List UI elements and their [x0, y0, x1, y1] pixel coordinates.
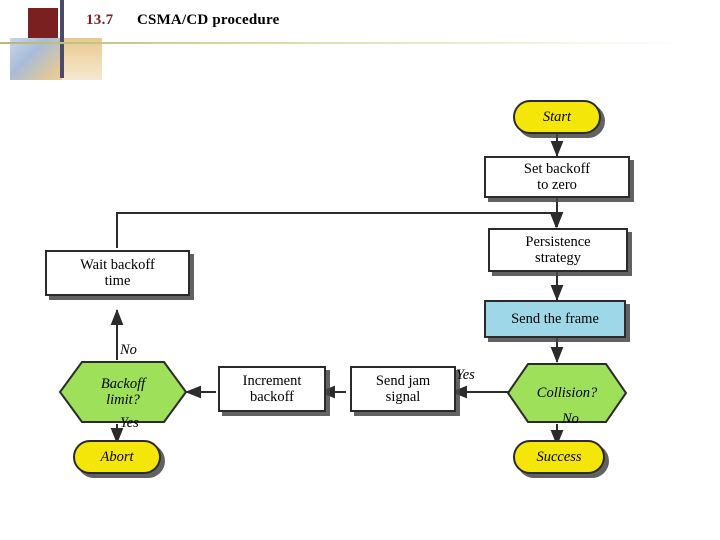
node-start-label: Start	[542, 108, 572, 125]
node-increment-backoff[interactable]: Increment backoff	[218, 366, 326, 412]
node-increment-line1: Increment	[242, 372, 302, 389]
header-vertical-rule	[60, 0, 64, 78]
header-square-decoration	[28, 8, 58, 38]
node-start[interactable]: Start	[513, 100, 601, 134]
page-title: CSMA/CD procedure	[137, 12, 280, 28]
page-title-number: 13.7	[86, 12, 114, 28]
node-set-backoff-line1: Set backoff	[523, 160, 591, 177]
header-horizontal-rule	[0, 42, 690, 44]
node-send-jam-line2: signal	[385, 389, 421, 405]
node-set-backoff-line2: to zero	[537, 177, 577, 193]
edge-label-collision-yes: Yes	[456, 367, 475, 383]
node-send-jam-signal[interactable]: Send jam signal	[350, 366, 456, 412]
node-send-jam-line1: Send jam	[375, 372, 431, 389]
node-persistence-strategy[interactable]: Persistence strategy	[488, 228, 628, 272]
node-abort-label: Abort	[100, 448, 134, 465]
node-abort[interactable]: Abort	[73, 440, 161, 474]
node-wait-backoff-time[interactable]: Wait backoff time	[45, 250, 190, 296]
edge-label-collision-no: No	[562, 411, 579, 427]
node-persistence-line1: Persistence	[525, 233, 591, 250]
node-success-label: Success	[536, 448, 582, 465]
node-send-the-frame-label: Send the frame	[511, 310, 599, 327]
node-persistence-line2: strategy	[535, 250, 581, 266]
node-increment-line2: backoff	[249, 389, 295, 405]
edge-label-backoff-no: No	[120, 342, 137, 358]
node-send-the-frame[interactable]: Send the frame	[484, 300, 626, 338]
node-wait-backoff-line1: Wait backoff	[80, 256, 155, 273]
node-wait-backoff-line2: time	[104, 273, 131, 289]
flowchart: Start Set backoff to zero Persistence st…	[0, 60, 720, 500]
header-gradient-block-2	[62, 38, 102, 80]
node-success[interactable]: Success	[513, 440, 605, 474]
edge-label-backoff-yes: Yes	[120, 415, 139, 431]
node-set-backoff[interactable]: Set backoff to zero	[484, 156, 630, 198]
